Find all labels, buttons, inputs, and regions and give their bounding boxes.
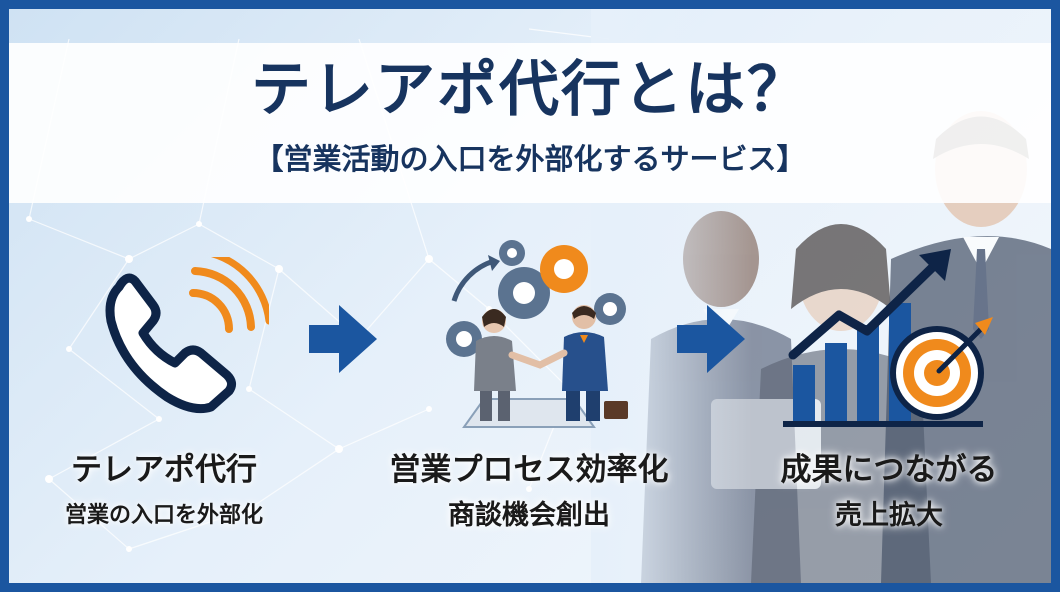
handshake-gears-icon: [446, 240, 628, 428]
step-1-subtitle: 営業の入口を外部化: [64, 503, 263, 528]
step-2-title: 営業プロセス効率化: [389, 452, 669, 488]
step-3-subtitle: 売上拡大: [835, 500, 943, 531]
title-band: [9, 43, 1051, 203]
step-3-title: 成果につながる: [780, 452, 998, 488]
page-subtitle: 【営業活動の入口を外部化するサービス】: [254, 142, 806, 176]
arrow-right-icon: [309, 305, 377, 373]
step-2-subtitle: 商談機会創出: [448, 500, 610, 531]
arrow-right-icon: [677, 305, 745, 373]
phone-icon: [105, 257, 269, 414]
page-title: テレアポ代行とは？: [251, 55, 809, 125]
growth-target-icon: [783, 249, 993, 427]
step-1-title: テレアポ代行: [71, 452, 257, 488]
